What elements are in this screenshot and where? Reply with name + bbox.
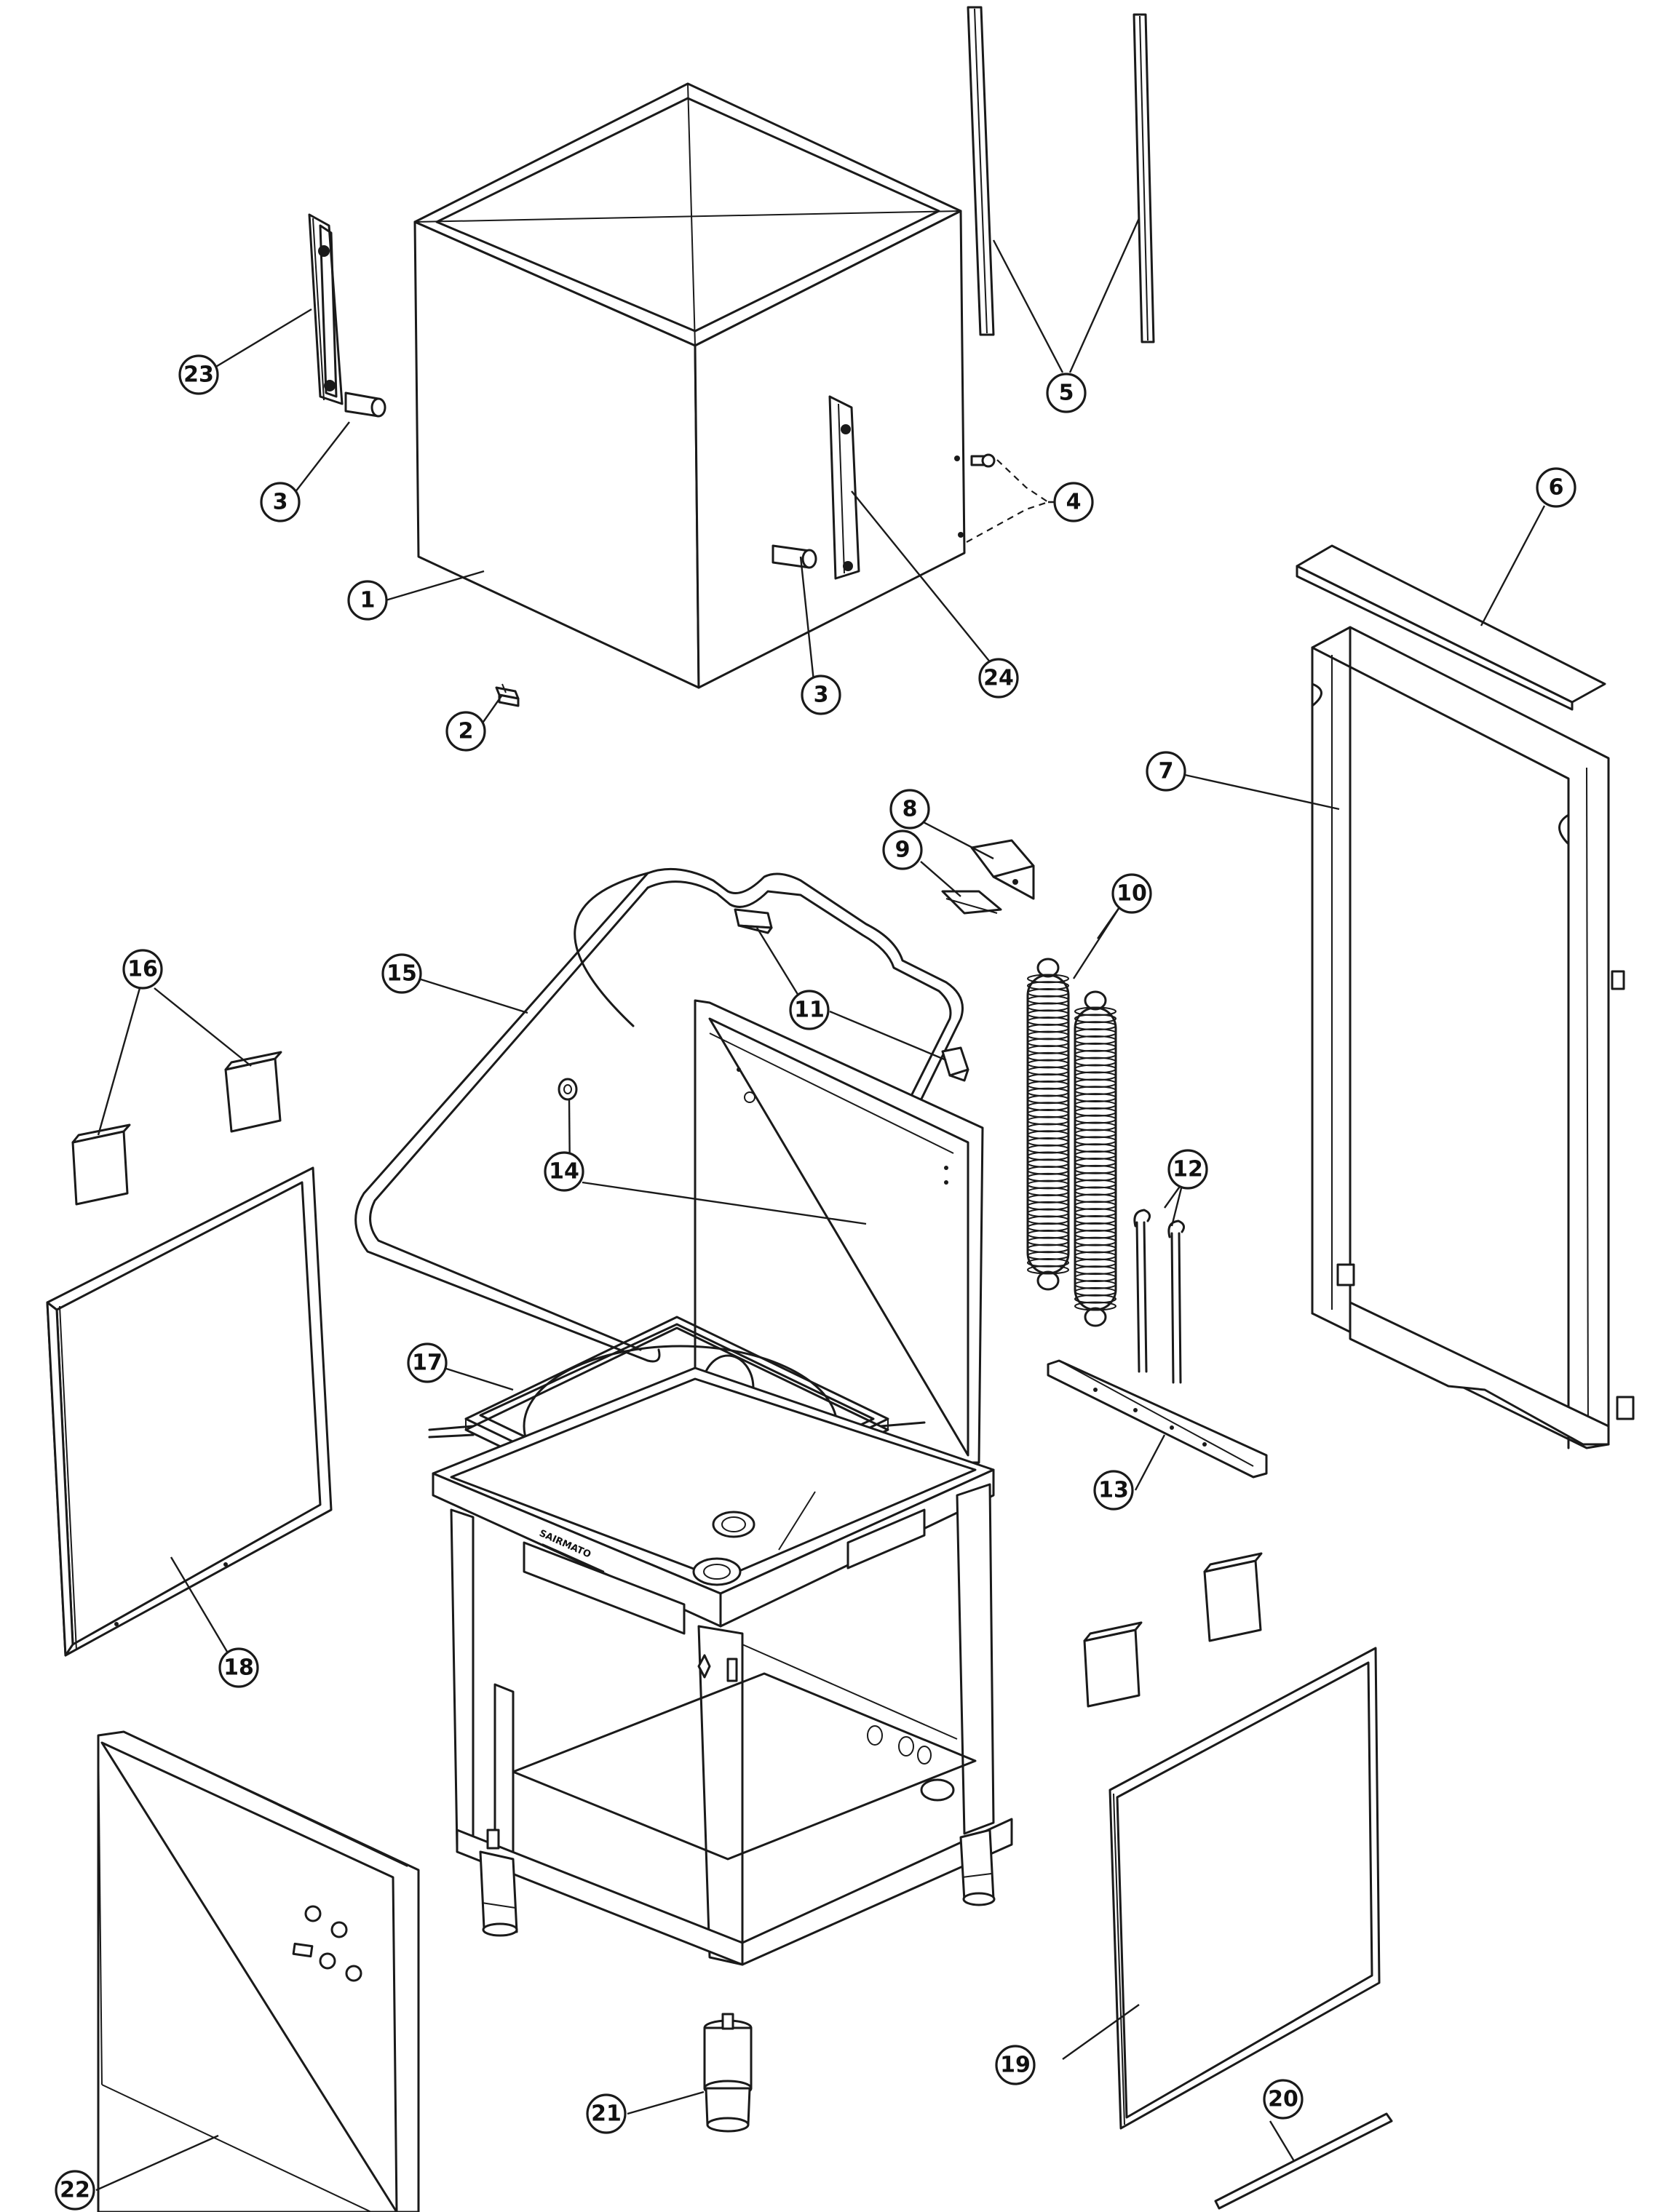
callout-15: 15 — [381, 953, 422, 994]
left-side-panel — [46, 1166, 333, 1657]
callout-12-label: 12 — [1173, 1157, 1203, 1182]
callout-19: 19 — [995, 2045, 1036, 2085]
callout-17-label: 17 — [412, 1350, 443, 1376]
callout-3-right: 3 — [801, 675, 841, 715]
callout-7: 7 — [1146, 751, 1186, 792]
right-side-panel — [1108, 1647, 1381, 2130]
callout-24-label: 24 — [983, 666, 1014, 691]
machine-base: SAIRMATO — [432, 1366, 1013, 1966]
callout-21: 21 — [586, 2093, 627, 2134]
leader-lines — [95, 218, 1546, 2192]
callout-10: 10 — [1111, 873, 1152, 914]
callout-3-left-label: 3 — [273, 490, 288, 515]
hood-canopy — [413, 82, 966, 689]
callout-5: 5 — [1046, 373, 1087, 413]
callout-9-label: 9 — [895, 838, 911, 863]
hinge-bracket-8 — [970, 839, 1035, 900]
callout-11: 11 — [789, 990, 830, 1030]
callout-18-label: 18 — [223, 1655, 254, 1681]
hinge-bracket-9 — [941, 890, 1002, 915]
callout-20-label: 20 — [1268, 2087, 1298, 2112]
callout-23-label: 23 — [183, 362, 214, 388]
spring-rods — [1133, 1209, 1186, 1384]
side-rail — [1047, 1359, 1268, 1479]
callout-12: 12 — [1167, 1149, 1208, 1190]
rear-panel-top-cover — [1296, 544, 1606, 711]
callout-19-label: 19 — [1000, 2053, 1031, 2078]
callout-10-label: 10 — [1116, 881, 1147, 907]
callout-17: 17 — [407, 1342, 448, 1383]
callout-21-label: 21 — [591, 2101, 622, 2127]
bottom-strip — [1214, 2112, 1393, 2210]
callout-20: 20 — [1263, 2079, 1304, 2120]
callout-13: 13 — [1093, 1470, 1134, 1511]
callout-8-label: 8 — [903, 797, 918, 822]
callout-1-label: 1 — [360, 588, 376, 613]
adjustable-foot — [703, 2013, 753, 2133]
screw — [970, 453, 996, 468]
gasket-strips — [967, 6, 1155, 343]
hinge-plate — [828, 395, 860, 580]
callout-13-label: 13 — [1098, 1478, 1129, 1503]
callout-22-label: 22 — [60, 2178, 90, 2203]
callout-6: 6 — [1536, 467, 1576, 508]
callout-2: 2 — [445, 711, 486, 752]
callout-15-label: 15 — [386, 961, 417, 987]
callout-14: 14 — [544, 1151, 584, 1192]
callout-23: 23 — [178, 354, 219, 395]
callout-14-label: 14 — [549, 1159, 579, 1185]
hood-clip — [495, 683, 520, 707]
callout-18: 18 — [218, 1647, 259, 1688]
hood-bracket — [308, 213, 344, 405]
callout-2-label: 2 — [459, 719, 474, 744]
handle-clips — [734, 908, 969, 1082]
callout-3-right-label: 3 — [814, 683, 829, 708]
callout-1: 1 — [347, 580, 388, 621]
callout-22: 22 — [55, 2170, 95, 2211]
pivot-pin — [344, 391, 386, 418]
callout-11-label: 11 — [794, 998, 825, 1023]
callout-24: 24 — [978, 658, 1019, 699]
pads-right — [1083, 1552, 1263, 1708]
callout-16: 16 — [122, 949, 163, 990]
springs — [1026, 958, 1117, 1327]
front-panel — [97, 1730, 420, 2212]
callout-16-label: 16 — [127, 957, 158, 982]
callout-6-label: 6 — [1549, 475, 1564, 501]
pivot-pin — [772, 544, 817, 569]
callout-9: 9 — [882, 830, 923, 870]
callout-7-label: 7 — [1159, 759, 1174, 784]
callout-8: 8 — [889, 789, 930, 830]
callout-4-label: 4 — [1066, 490, 1082, 515]
rear-panel — [1311, 626, 1635, 1449]
hood-handle-frame — [354, 867, 964, 1363]
callout-5-label: 5 — [1059, 381, 1074, 406]
callout-3-left: 3 — [260, 482, 301, 522]
pads-left — [71, 1051, 282, 1206]
callout-4: 4 — [1053, 482, 1094, 522]
